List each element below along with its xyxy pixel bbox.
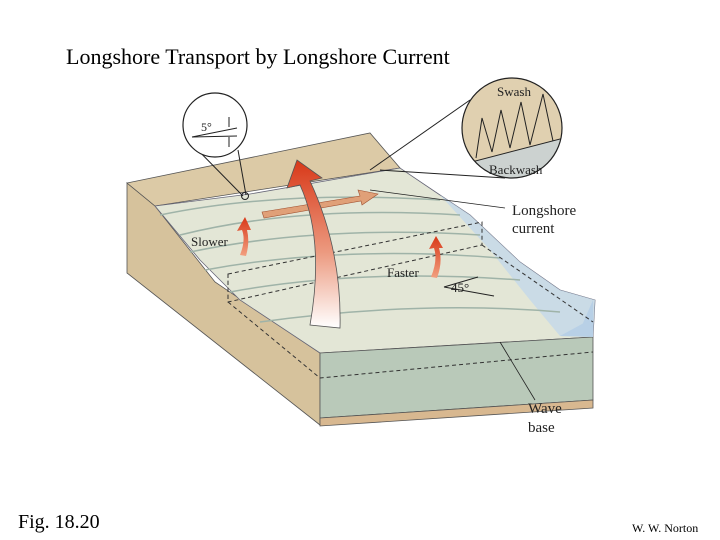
credit: W. W. Norton [632,521,699,535]
wave-direction-arrow [286,159,341,329]
faster-label: Faster [387,265,419,280]
swash-label: Swash [497,84,531,99]
longshore-label: Longshore [512,203,576,219]
backwash-label: Backwash [489,162,543,177]
wave-base-dashed-lines [227,221,594,379]
angle-5-label: 5° [201,120,212,134]
beach-slope-magnifier [182,92,249,200]
slower-label: Slower [191,234,229,249]
slide-title: Longshore Transport by Longshore Current [66,44,450,69]
faster-arrow [429,236,443,278]
angle-45-marker [443,276,495,297]
angle-45-label: 45° [451,280,469,295]
swash-magnifier [369,77,563,179]
seabed-strip [319,399,594,427]
figure-number: Fig. 18.20 [18,511,100,533]
current-label-text: current [512,221,555,237]
slower-arrow [237,217,251,256]
wave-label: Wave [528,401,562,417]
deep-water [440,195,595,337]
deep-water-side [580,300,593,337]
base-label: base [528,420,555,436]
